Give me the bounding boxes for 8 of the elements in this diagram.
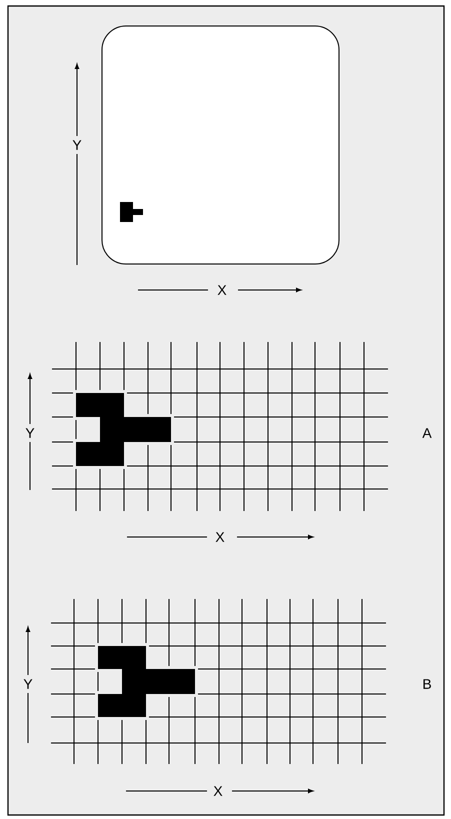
axis-label: X [218,285,226,295]
axis-label: Y [26,428,34,438]
axis-label: X [216,532,224,542]
axis-label: Y [72,140,82,150]
panel-label: A [422,428,432,438]
axis-label: Y [24,679,32,689]
panel-label: B [423,679,431,689]
axis-label: X [214,786,222,796]
